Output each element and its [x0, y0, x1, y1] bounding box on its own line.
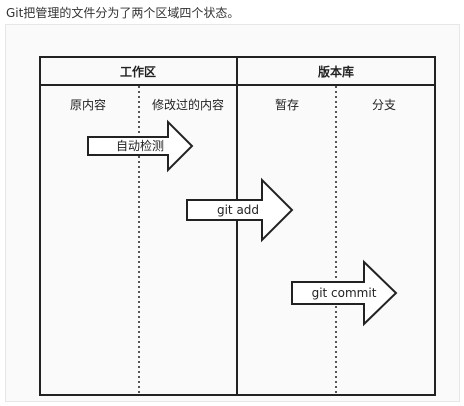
workspace-title: 工作区 — [120, 64, 156, 79]
arrow-git-commit — [291, 259, 398, 327]
state-modified: 修改过的内容 — [152, 97, 224, 112]
caption: Git把管理的文件分为了两个区域四个状态。 — [6, 6, 240, 20]
state-branch: 分支 — [372, 98, 396, 112]
arrow-auto-detect-label: 自动检测 — [116, 138, 164, 153]
arrow-git-commit-label: git commit — [312, 286, 377, 300]
arrow-git-add — [186, 177, 294, 243]
arrow-auto-detect — [87, 119, 194, 173]
state-original: 原内容 — [70, 97, 106, 112]
repository-title: 版本库 — [318, 64, 354, 79]
arrow-git-add-label: git add — [217, 203, 259, 217]
state-staged: 暂存 — [275, 98, 299, 112]
